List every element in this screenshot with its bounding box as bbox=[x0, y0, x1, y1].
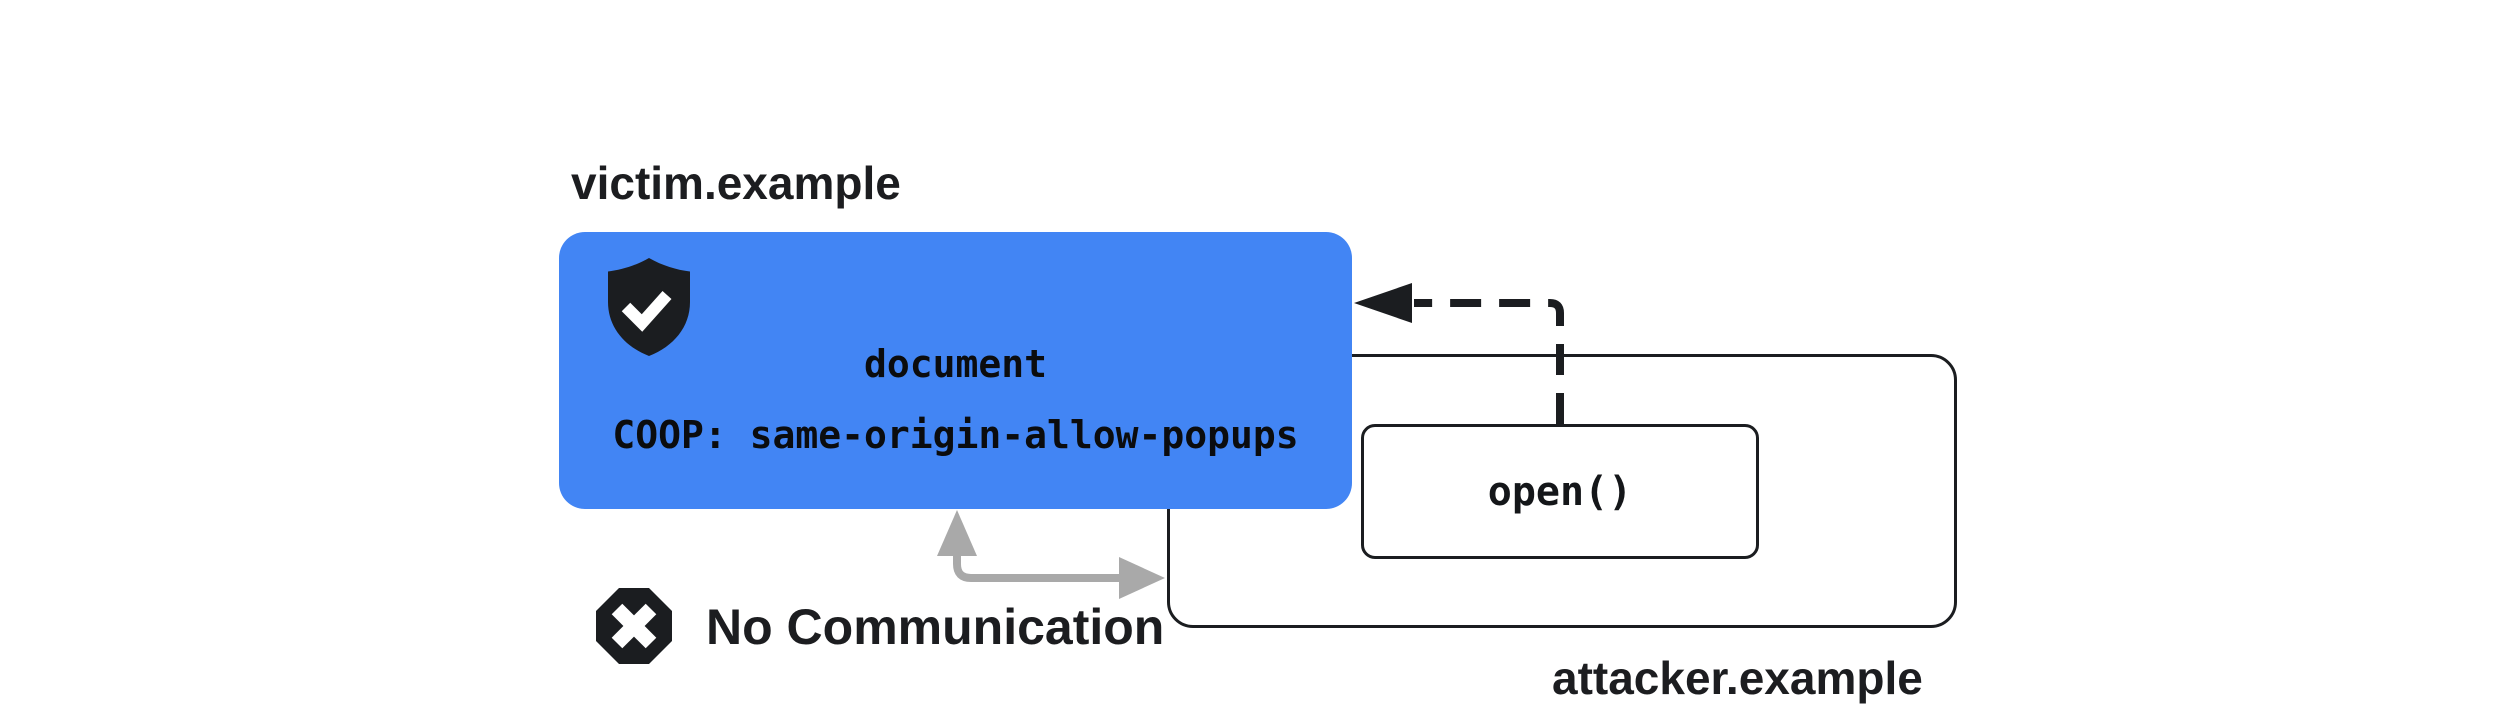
gray-arrow-head-up bbox=[937, 510, 977, 556]
attacker-domain-label: attacker.example bbox=[1552, 652, 1923, 704]
gray-arrow-head-right bbox=[1119, 557, 1165, 599]
coop-header-label: COOP: same-origin-allow-popups bbox=[612, 413, 1299, 457]
open-call-label: open() bbox=[1487, 468, 1633, 515]
document-label: document bbox=[863, 342, 1048, 386]
gray-arrow-path bbox=[953, 552, 1122, 582]
blocked-x-icon bbox=[596, 588, 672, 664]
dashed-arrow-head bbox=[1354, 283, 1412, 323]
victim-domain-label: victim.example bbox=[571, 157, 901, 209]
open-call-box: open() bbox=[1361, 424, 1759, 559]
gray-elbow-arrow-icon bbox=[937, 510, 1165, 599]
x-stroke-2 bbox=[611, 603, 657, 649]
check-mark bbox=[621, 291, 672, 332]
shield-check-icon bbox=[608, 258, 690, 356]
victim-document-box: document COOP: same-origin-allow-popups bbox=[559, 232, 1352, 509]
no-communication-label: No Communication bbox=[706, 599, 1165, 655]
